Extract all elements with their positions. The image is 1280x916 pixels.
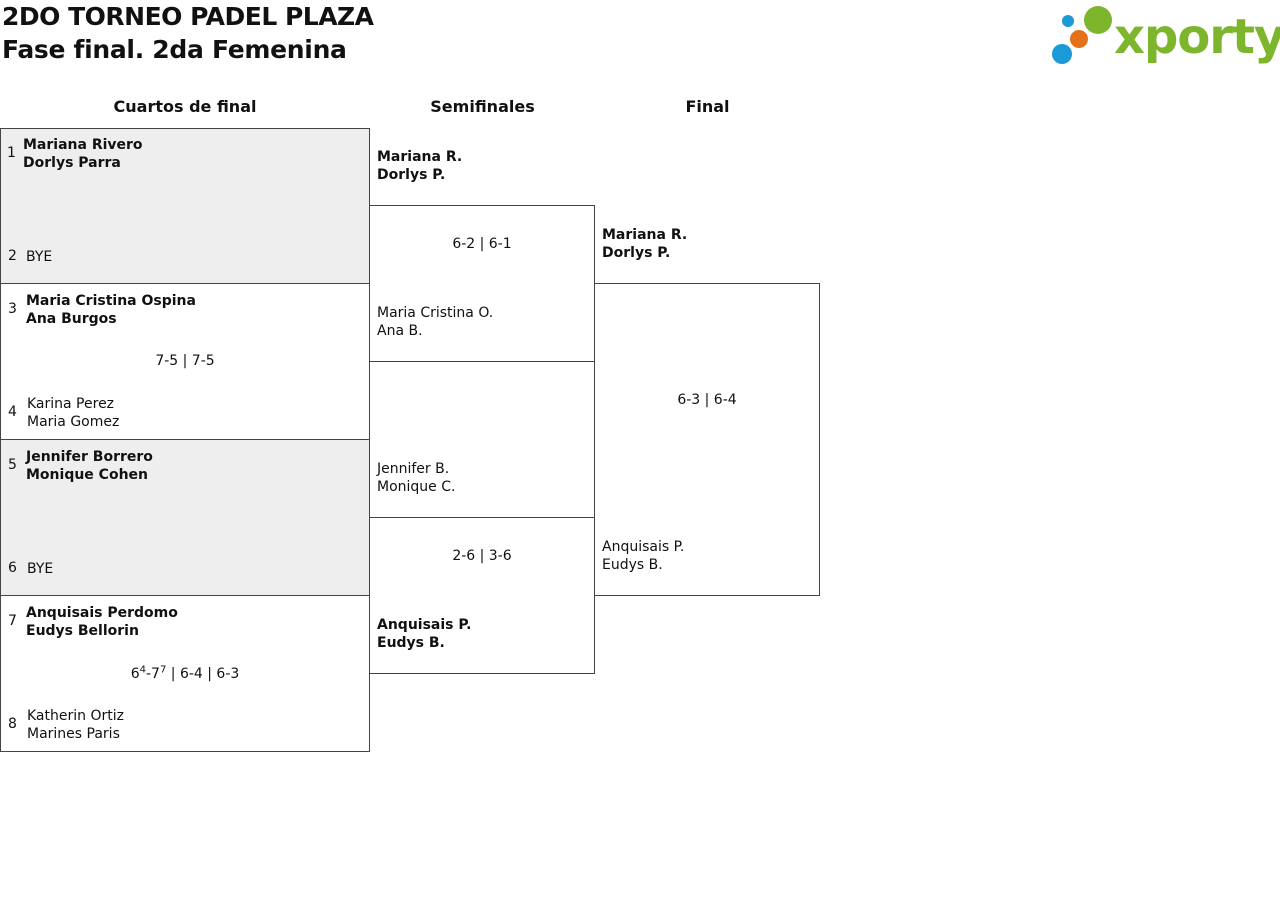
match-score: 6-3 | 6-4 (677, 392, 737, 408)
seed-number: 3 (8, 301, 17, 317)
tournament-subtitle: Fase final. 2da Femenina (2, 35, 347, 64)
team-player-1: BYE (27, 561, 54, 577)
quarterfinal-match-3[interactable] (0, 439, 370, 596)
tiebreak-a: 4 (139, 664, 146, 676)
team-player-1: Anquisais P. (377, 617, 472, 633)
team-player-1: Mariana R. (602, 227, 688, 243)
seed-number: 7 (8, 613, 17, 629)
team-player-2: Eudys B. (602, 557, 663, 573)
column-header-quarters: Cuartos de final (113, 97, 257, 116)
team-player-1: Karina Perez (27, 396, 115, 412)
team-player-1: Mariana R. (377, 149, 463, 165)
match-score: 7-5 | 7-5 (155, 353, 215, 369)
team-player-1: Jennifer B. (377, 461, 450, 477)
team-player-2: Eudys B. (377, 635, 445, 651)
team-player-1: Katherin Ortiz (27, 708, 124, 724)
team-player-1: Maria Cristina O. (377, 305, 494, 321)
logo-dot-blue-small (1062, 15, 1074, 27)
tournament-title: 2DO TORNEO PADEL PLAZA (2, 2, 374, 31)
quarterfinal-match-1[interactable] (0, 128, 370, 284)
final-match[interactable] (594, 283, 820, 596)
team-player-1: Jennifer Borrero (26, 449, 153, 465)
xporty-logo[interactable]: xporty (1050, 4, 1280, 68)
column-header-semis: Semifinales (430, 97, 535, 116)
team-player-2: Monique C. (377, 479, 456, 495)
match-score: 64-77 | 6-4 | 6-3 (0, 664, 370, 682)
score-set-1-a: 6 (130, 666, 140, 682)
team-player-2: Dorlys P. (377, 167, 446, 183)
tiebreak-b: 7 (159, 664, 167, 676)
team-player-2: Ana Burgos (26, 311, 117, 327)
logo-dot-orange (1070, 30, 1088, 48)
team-player-1: Mariana Rivero (23, 137, 143, 153)
seed-number: 4 (8, 404, 17, 420)
team-player-1: BYE (26, 249, 53, 265)
logo-wordmark: xporty (1114, 9, 1280, 65)
team-player-2: Ana B. (377, 323, 423, 339)
team-player-2: Marines Paris (27, 726, 120, 742)
team-player-2: Monique Cohen (26, 467, 148, 483)
score-set-1-b: -7 (145, 666, 160, 682)
match-score: 6-2 | 6-1 (452, 236, 512, 252)
seed-number: 6 (8, 560, 17, 576)
match-score: 2-6 | 3-6 (452, 548, 512, 564)
team-player-2: Eudys Bellorin (26, 623, 139, 639)
seed-number: 8 (8, 716, 17, 732)
logo-dot-green (1084, 6, 1112, 34)
score-rest: | 6-4 | 6-3 (166, 666, 240, 682)
team-player-2: Maria Gomez (27, 414, 120, 430)
column-header-final: Final (685, 97, 730, 116)
logo-dot-blue (1052, 44, 1072, 64)
team-player-1: Anquisais P. (602, 539, 685, 555)
team-player-2: Dorlys P. (602, 245, 671, 261)
team-player-1: Anquisais Perdomo (26, 605, 178, 621)
seed-number: 1 (7, 145, 16, 161)
seed-number: 5 (8, 457, 17, 473)
seed-number: 2 (8, 248, 17, 264)
team-player-1: Maria Cristina Ospina (26, 293, 196, 309)
team-player-2: Dorlys Parra (23, 155, 121, 171)
